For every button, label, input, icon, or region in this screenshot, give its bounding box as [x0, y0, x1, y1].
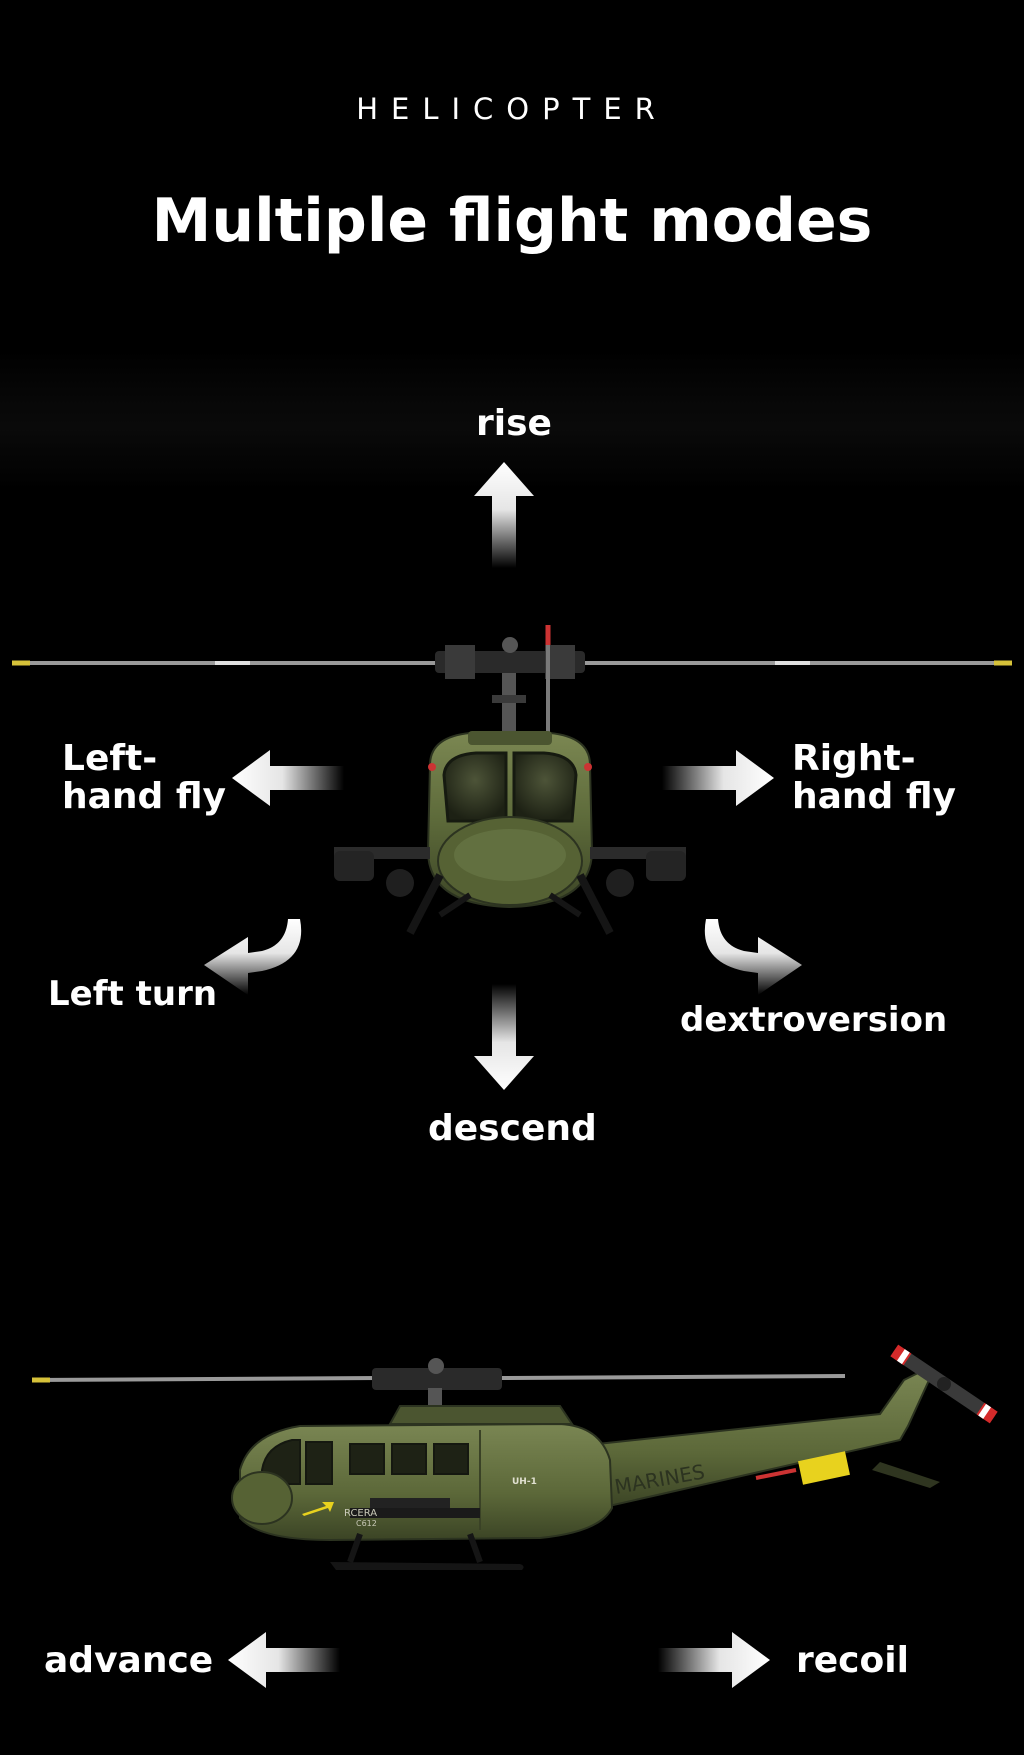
- background-banner: [0, 350, 1024, 490]
- advance-label: advance: [44, 1640, 214, 1681]
- rise-arrow-icon: [474, 462, 534, 568]
- descend-label: descend: [428, 1108, 597, 1149]
- left-turn-arrow-icon: [204, 919, 302, 995]
- fuselage-model-code: UH-1: [512, 1477, 537, 1487]
- dextroversion-arrow-icon: [704, 919, 802, 995]
- helicopter-side-view: MARINES UH-1 RCERA C612: [31, 1344, 998, 1570]
- left-hand-fly-label: Left- hand fly: [62, 738, 227, 817]
- page-title: Multiple flight modes: [151, 186, 873, 256]
- right-hand-fly-label: Right- hand fly: [792, 738, 957, 817]
- dextroversion-label: dextroversion: [680, 1000, 948, 1040]
- helicopter-front-view: [12, 625, 1012, 935]
- rise-label: rise: [476, 403, 552, 444]
- eyebrow-heading: HELICOPTER: [356, 92, 668, 126]
- advance-arrow-icon: [228, 1632, 340, 1688]
- fuselage-brand-model: C612: [356, 1519, 377, 1528]
- recoil-arrow-icon: [658, 1632, 770, 1688]
- recoil-label: recoil: [796, 1640, 909, 1681]
- right-hand-fly-arrow-icon: [662, 750, 774, 806]
- left-hand-fly-arrow-icon: [232, 750, 344, 806]
- fuselage-brand-text: RCERA: [344, 1508, 377, 1519]
- descend-arrow-icon: [474, 984, 534, 1090]
- left-turn-label: Left turn: [48, 974, 218, 1014]
